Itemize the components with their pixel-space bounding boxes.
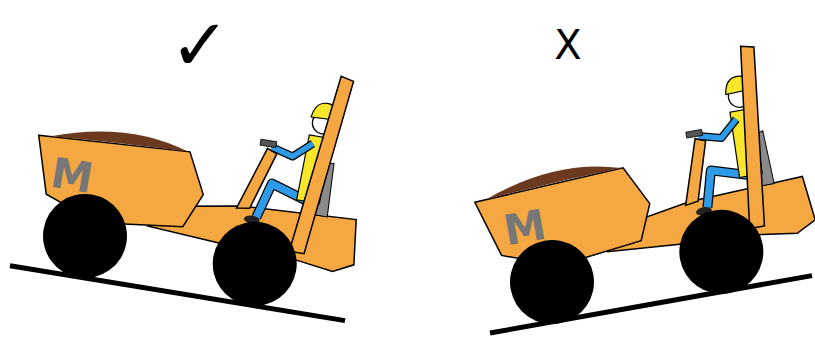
cross-mark: X [554,25,581,65]
logo-letter: M [501,204,550,253]
logo-letter: M [48,152,96,200]
dumper-wrong [456,39,815,334]
check-mark: ✓ [170,9,230,81]
